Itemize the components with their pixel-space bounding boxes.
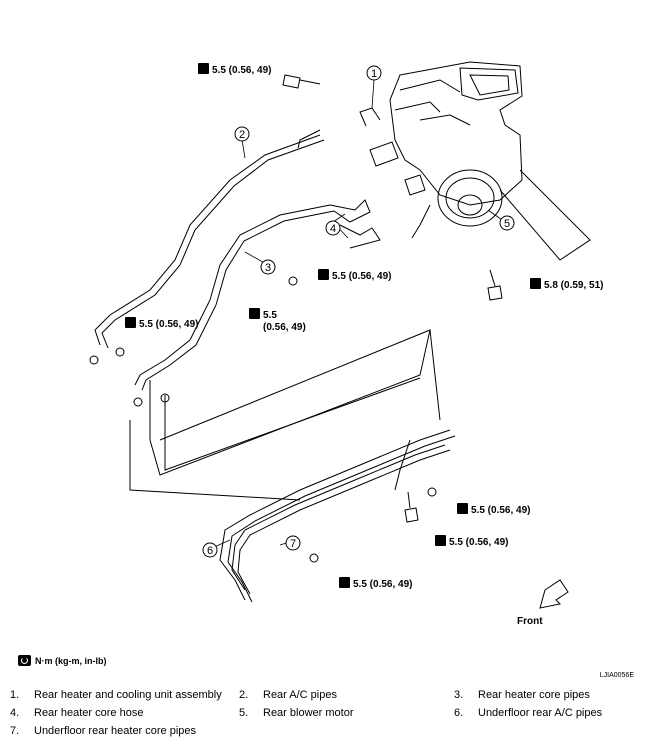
parts-row: 1. Rear heater and cooling unit assembly… (10, 686, 640, 704)
torque-label-lower-bolt: 5.5 (0.56, 49) (449, 537, 508, 548)
torque-wrench-icon (435, 535, 446, 546)
list-item: 5. Rear blower motor (239, 707, 454, 719)
part-number: 7. (10, 725, 20, 737)
torque-wrench-icon (249, 308, 260, 319)
underfloor-pipes (219, 429, 456, 603)
callout-3: 3 (265, 262, 271, 274)
parts-row: 7. Underfloor rear heater core pipes (10, 722, 640, 740)
list-item: 7. Underfloor rear heater core pipes (10, 725, 239, 737)
torque-label-mid-nut-value: 5.5 (263, 310, 277, 321)
part-name: Underfloor rear heater core pipes (34, 725, 197, 737)
callout-4: 4 (330, 223, 336, 235)
part-number: 6. (454, 707, 464, 719)
torque-label-mid-nut-units: (0.56, 49) (263, 322, 306, 333)
part-name: Rear blower motor (263, 707, 354, 719)
torque-wrench-icon (198, 63, 209, 74)
parts-row: 4. Rear heater core hose 5. Rear blower … (10, 704, 640, 722)
callout-7: 7 (290, 538, 296, 550)
fasteners (89, 74, 503, 563)
callout-7-circle (285, 535, 301, 551)
rear-heater-core-pipes (134, 199, 381, 391)
frame-lines (129, 169, 591, 501)
torque-wrench-icon (125, 317, 136, 328)
part-name: Underfloor rear A/C pipes (478, 707, 603, 719)
callout-2-circle (234, 126, 250, 142)
torque-label-top-bolt: 5.5 (0.56, 49) (212, 65, 271, 76)
part-number: 5. (239, 707, 249, 719)
torque-label-right-bolt: 5.8 (0.59, 51) (544, 280, 603, 291)
parts-list: 1. Rear heater and cooling unit assembly… (10, 686, 640, 740)
torque-wrench-icon (318, 269, 329, 280)
torque-wrench-icon (18, 655, 31, 666)
front-arrow (539, 579, 569, 609)
part-name: Rear heater core pipes (478, 689, 590, 701)
callout-5-circle (499, 215, 515, 231)
torque-wrench-icon (457, 503, 468, 514)
part-number: 2. (239, 689, 249, 701)
callout-4-circle (325, 220, 341, 236)
torque-label-center-nut: 5.5 (0.56, 49) (332, 271, 391, 282)
callout-1-circle (366, 65, 382, 81)
exploded-view-diagram: 1 2 3 4 5 6 7 5.5 (0.56, 49) 5.5 (0.56, … (89, 61, 603, 627)
list-item: 3. Rear heater core pipes (454, 689, 640, 701)
front-label: Front (517, 616, 543, 627)
list-item: 2. Rear A/C pipes (239, 689, 454, 701)
callout-5: 5 (504, 218, 510, 230)
callout-2: 2 (239, 129, 245, 141)
torque-label-lower-nut: 5.5 (0.56, 49) (471, 505, 530, 516)
heater-cooling-unit (359, 61, 523, 239)
rear-ac-pipes (94, 129, 325, 349)
list-item: 1. Rear heater and cooling unit assembly (10, 689, 239, 701)
callout-1: 1 (371, 68, 377, 80)
part-number: 4. (10, 707, 20, 719)
rear-blower-motor (437, 169, 503, 227)
torque-wrench-icon (530, 278, 541, 289)
figure-id: LJIA0056E (599, 672, 634, 679)
part-name: Rear heater core hose (34, 707, 144, 719)
torque-legend: N·m (kg-m, in-lb) (18, 655, 107, 666)
callout-6-circle (202, 542, 218, 558)
callout-6: 6 (207, 545, 213, 557)
list-item: 6. Underfloor rear A/C pipes (454, 707, 640, 719)
part-name: Rear heater and cooling unit assembly (34, 689, 222, 701)
part-number: 1. (10, 689, 20, 701)
torque-label-left-nut: 5.5 (0.56, 49) (139, 319, 198, 330)
part-number: 3. (454, 689, 464, 701)
part-name: Rear A/C pipes (263, 689, 337, 701)
legend-text: N·m (kg-m, in-lb) (35, 655, 107, 666)
torque-wrench-icon (339, 577, 350, 588)
torque-label-bottom-nut: 5.5 (0.56, 49) (353, 579, 412, 590)
callout-3-circle (260, 259, 276, 275)
list-item: 4. Rear heater core hose (10, 707, 239, 719)
